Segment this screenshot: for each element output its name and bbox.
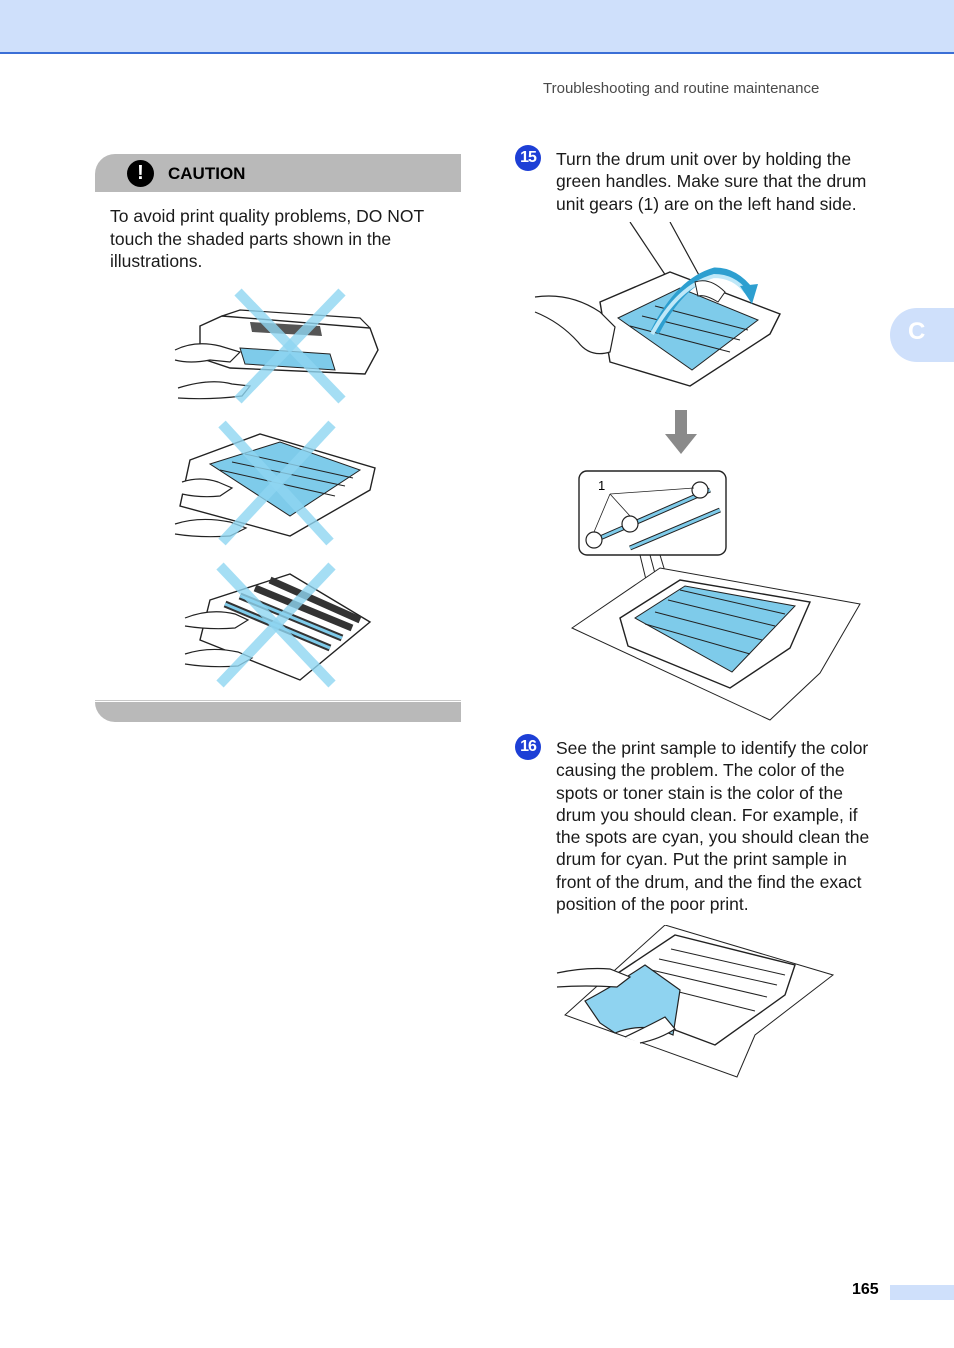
step-number-15: 15	[515, 145, 541, 171]
exclamation-icon: !	[127, 160, 154, 187]
illustration-toner-cartridge-crossed	[174, 288, 379, 404]
caution-separator	[95, 700, 461, 701]
callout-label-1: 1	[598, 478, 605, 493]
caution-title: CAUTION	[168, 164, 246, 183]
illustration-drum-gears-left: 1	[570, 470, 861, 721]
illustration-drum-unit-crossed	[174, 420, 376, 546]
caution-header: ! CAUTION	[95, 154, 461, 192]
top-band	[0, 0, 954, 54]
step-text-15: Turn the drum unit over by holding the g…	[556, 149, 867, 214]
chapter-tab-label: C	[908, 318, 926, 345]
caution-footer	[95, 702, 461, 722]
page-number: 165	[852, 1281, 879, 1298]
illustration-turn-drum-unit	[534, 222, 781, 387]
step-number-16: 16	[515, 734, 541, 760]
page-number-bar	[890, 1285, 954, 1300]
step-text-16: See the print sample to identify the col…	[556, 738, 870, 915]
illustration-drum-rollers-crossed	[184, 562, 372, 688]
chapter-tab[interactable]: C	[890, 308, 954, 362]
caution-text: To avoid print quality problems, DO NOT …	[110, 206, 424, 271]
running-title: Troubleshooting and routine maintenance	[543, 80, 820, 97]
down-arrow-icon	[665, 410, 697, 454]
illustration-print-sample-drum	[556, 925, 835, 1078]
